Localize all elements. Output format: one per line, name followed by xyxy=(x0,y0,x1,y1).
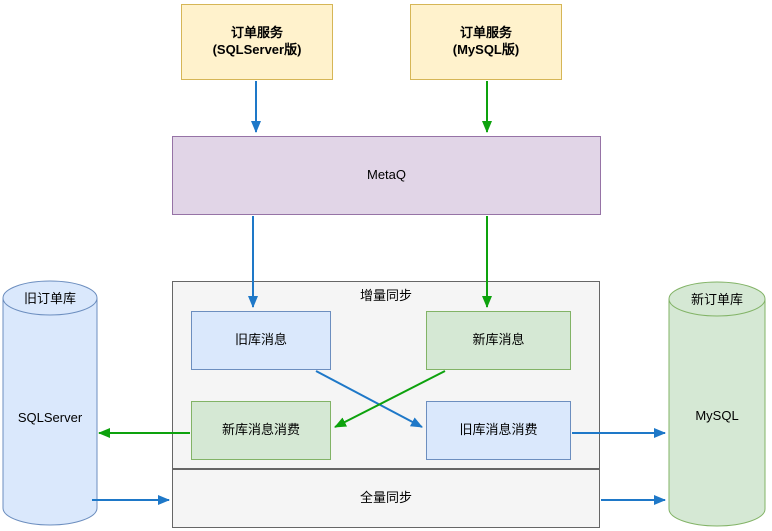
new-msg-box: 新库消息 xyxy=(426,311,571,370)
service-box-sqlserver: 订单服务 (SQLServer版) xyxy=(181,4,333,80)
new-msg-consume-box: 新库消息消费 xyxy=(191,401,331,460)
new-msg-consume-label: 新库消息消费 xyxy=(221,422,300,438)
old-msg-consume-label: 旧库消息消费 xyxy=(459,422,538,438)
new-db-cylinder-shape xyxy=(668,281,766,527)
new-db-engine: MySQL xyxy=(695,408,739,423)
old-db-cylinder-shape xyxy=(2,280,98,526)
old-db-engine: SQLServer xyxy=(17,410,83,425)
service-box-mysql: 订单服务 (MySQL版) xyxy=(410,4,562,80)
service-sqlserver-label-line2: (SQLServer版) xyxy=(212,42,302,57)
new-msg-label: 新库消息 xyxy=(472,332,525,348)
old-db-title: 旧订单库 xyxy=(23,291,76,306)
new-db-title: 新订单库 xyxy=(690,292,743,307)
service-sqlserver-label-line1: 订单服务 xyxy=(230,25,283,41)
service-mysql-label-line1: 订单服务 xyxy=(459,25,512,41)
old-msg-consume-box: 旧库消息消费 xyxy=(426,401,571,460)
full-sync-box: 全量同步 xyxy=(172,469,600,528)
full-sync-label: 全量同步 xyxy=(359,490,412,506)
metaq-box: MetaQ xyxy=(172,136,601,215)
new-db-cylinder: 新订单库 MySQL xyxy=(668,281,766,527)
metaq-label: MetaQ xyxy=(366,167,406,183)
service-mysql-label-line2: (MySQL版) xyxy=(452,42,520,57)
old-db-cylinder: 旧订单库 SQLServer xyxy=(2,280,98,526)
old-msg-box: 旧库消息 xyxy=(191,311,331,370)
old-msg-label: 旧库消息 xyxy=(234,332,287,348)
incremental-sync-title: 增量同步 xyxy=(359,288,412,303)
